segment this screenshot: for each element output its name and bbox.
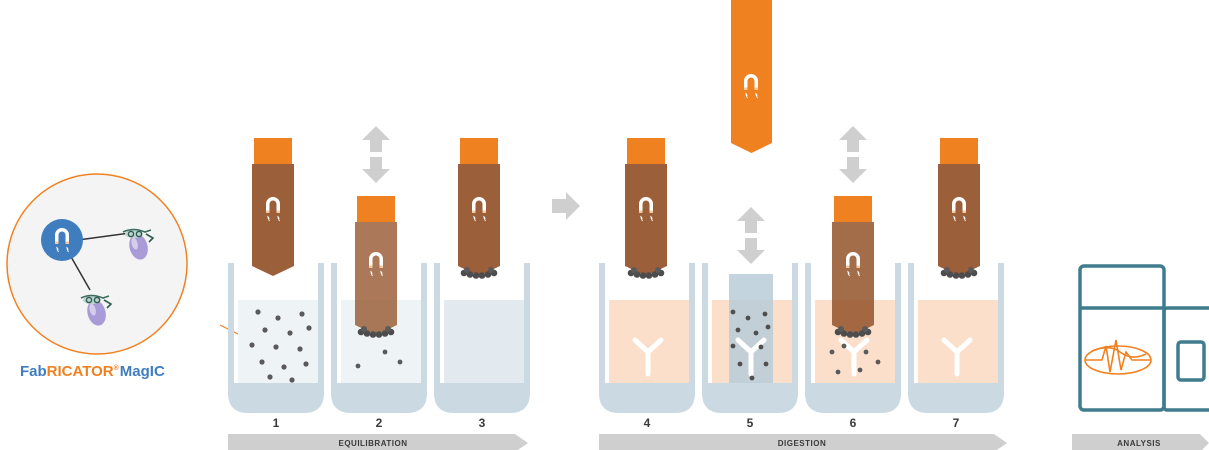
- magnet-bead-icon: [41, 219, 83, 261]
- well-1: [228, 263, 324, 413]
- magnet-rod-2: [355, 196, 397, 338]
- step-number: 1: [273, 416, 280, 430]
- step-number: 3: [479, 416, 486, 430]
- double-arrow-icon: [737, 207, 765, 264]
- brand-name: FabRICATOR®MagIC: [20, 363, 165, 380]
- magnet-rod-3: [458, 138, 500, 279]
- free-beads: [730, 309, 771, 381]
- link-line: [69, 254, 91, 291]
- free-beads: [355, 349, 403, 369]
- step-number: 5: [747, 416, 754, 430]
- instrument-body: [1078, 264, 1166, 412]
- magnet-rod-5: [731, 0, 772, 153]
- step-numbers: 1 2 3 4 5 6 7: [273, 416, 960, 430]
- instrument-module: [1162, 306, 1209, 412]
- stage-label: ANALYSIS: [1117, 439, 1161, 448]
- free-beads: [249, 309, 312, 383]
- free-beads: [829, 343, 881, 375]
- magnet-rod-4: [625, 138, 667, 279]
- magnet-rod-7: [938, 138, 980, 279]
- magnet-rod-1: [252, 138, 294, 276]
- next-arrow-icon: [552, 192, 580, 220]
- stage-label: EQUILIBRATION: [338, 439, 407, 448]
- step-number: 2: [376, 416, 383, 430]
- step-number: 4: [644, 416, 651, 430]
- enzyme-magic-callout: FabRICATOR®MagIC: [6, 173, 288, 380]
- callout-circle: [6, 173, 188, 355]
- chromatogram-icon: [1084, 339, 1152, 375]
- stage-arrow-equilibration: EQUILIBRATION: [228, 434, 528, 450]
- step-number: 7: [953, 416, 960, 430]
- well-7: [908, 263, 1004, 413]
- analysis-instrument: [1078, 264, 1209, 412]
- instrument-window: [1176, 340, 1206, 382]
- well-3: [434, 263, 530, 413]
- step-number: 6: [850, 416, 857, 430]
- well-4: [599, 263, 695, 413]
- double-arrow-icon: [839, 126, 867, 183]
- double-arrow-icon: [362, 126, 390, 183]
- link-line: [77, 232, 131, 241]
- stage-arrow-analysis: ANALYSIS: [1072, 434, 1209, 450]
- well-5: [702, 263, 798, 413]
- stage-label: DIGESTION: [778, 439, 827, 448]
- stage-arrow-digestion: DIGESTION: [599, 434, 1007, 450]
- magnet-rod-6: [832, 196, 874, 338]
